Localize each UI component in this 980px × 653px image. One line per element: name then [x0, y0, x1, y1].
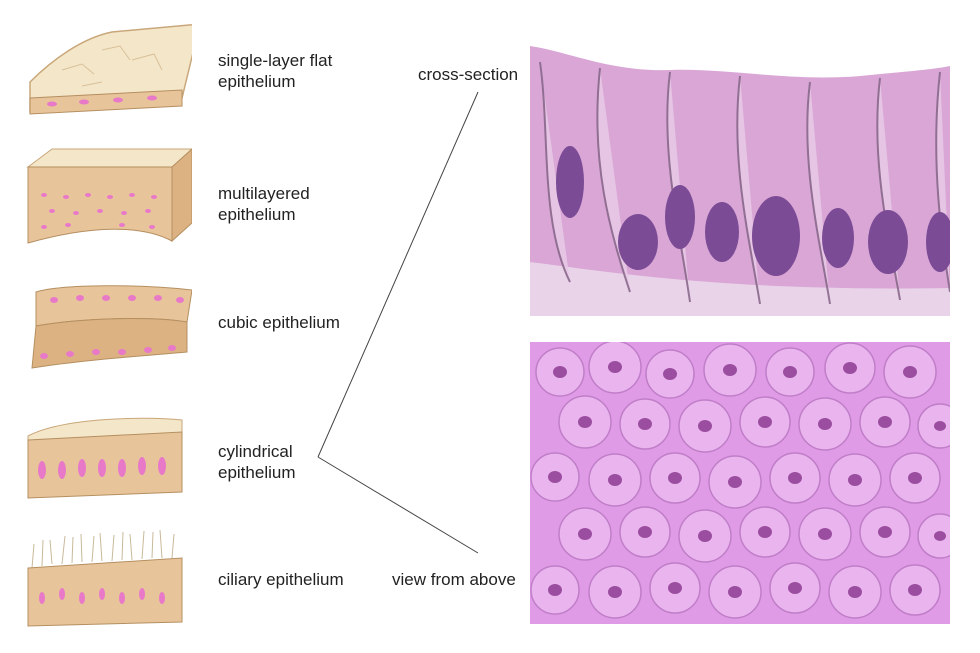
label-cross-section: cross-section	[418, 65, 519, 84]
label-flat-epithelium: single-layer flat epithelium	[218, 51, 333, 91]
top-view-image	[530, 342, 950, 624]
label-ciliary-epithelium: ciliary epithelium	[218, 570, 344, 589]
label-view-from-above: view from above	[392, 570, 516, 589]
label-cylindrical-epithelium: cylindrical epithelium	[218, 442, 296, 482]
cross-section-image	[530, 42, 950, 316]
cylindrical-tissue-icon	[27, 417, 183, 499]
ciliary-tissue-icon	[27, 529, 183, 627]
layered-tissue-icon	[26, 148, 192, 244]
flat-tissue-icon	[29, 23, 192, 115]
cubic-tissue-icon	[31, 285, 192, 369]
label-multilayered-epithelium: multilayered epithelium	[218, 184, 310, 224]
label-cubic-epithelium: cubic epithelium	[218, 313, 340, 332]
